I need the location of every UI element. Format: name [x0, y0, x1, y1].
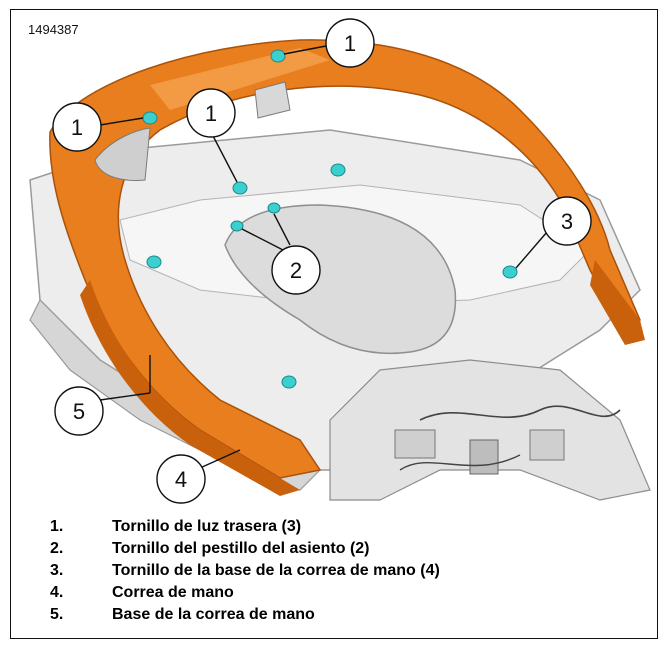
legend-number: 1.	[50, 518, 64, 535]
svg-text:2: 2	[290, 258, 302, 283]
legend-item: 3. Tornillo de la base de la correa de m…	[50, 560, 630, 582]
rear-frame-mechanics	[329, 359, 651, 501]
svg-text:3: 3	[561, 209, 573, 234]
legend-number: 3.	[50, 562, 64, 579]
legend-item: 5. Base de la correa de mano	[50, 604, 630, 626]
legend-label: Base de la correa de mano	[112, 606, 315, 623]
seat-latch-screws	[230, 202, 281, 232]
callout-leaders	[99, 45, 548, 469]
legend-item: 1. Tornillo de luz trasera (3)	[50, 516, 630, 538]
legend-number: 2.	[50, 540, 64, 557]
hand-strap-illustration: 1 1 1 2 3 4 5	[29, 18, 651, 504]
hand-strap-base-screws	[146, 163, 518, 389]
legend-item: 4. Correa de mano	[50, 582, 630, 604]
callout-4: 4	[156, 454, 206, 504]
svg-text:1: 1	[205, 101, 217, 126]
svg-text:4: 4	[175, 467, 187, 492]
callout-3: 3	[542, 196, 592, 246]
svg-text:5: 5	[73, 399, 85, 424]
svg-text:1: 1	[344, 31, 356, 56]
legend-label: Tornillo de luz trasera (3)	[112, 518, 302, 535]
legend-label: Tornillo de la base de la correa de mano…	[112, 562, 440, 579]
callout-1-top: 1	[325, 18, 375, 68]
parts-legend: 1. Tornillo de luz trasera (3) 2. Tornil…	[50, 516, 630, 626]
legend-number: 4.	[50, 584, 64, 601]
callout-5: 5	[54, 386, 104, 436]
callout-1-center: 1	[186, 88, 236, 138]
callout-1-left: 1	[52, 102, 102, 152]
legend-label: Correa de mano	[112, 584, 234, 601]
legend-label: Tornillo del pestillo del asiento (2)	[112, 540, 370, 557]
svg-text:1: 1	[71, 115, 83, 140]
callout-2: 2	[271, 245, 321, 295]
seat-latch-recess	[224, 204, 457, 355]
legend-item: 2. Tornillo del pestillo del asiento (2)	[50, 538, 630, 560]
legend-number: 5.	[50, 606, 64, 623]
taillight-screws	[142, 49, 286, 195]
figure-id: 1494387	[28, 22, 79, 37]
